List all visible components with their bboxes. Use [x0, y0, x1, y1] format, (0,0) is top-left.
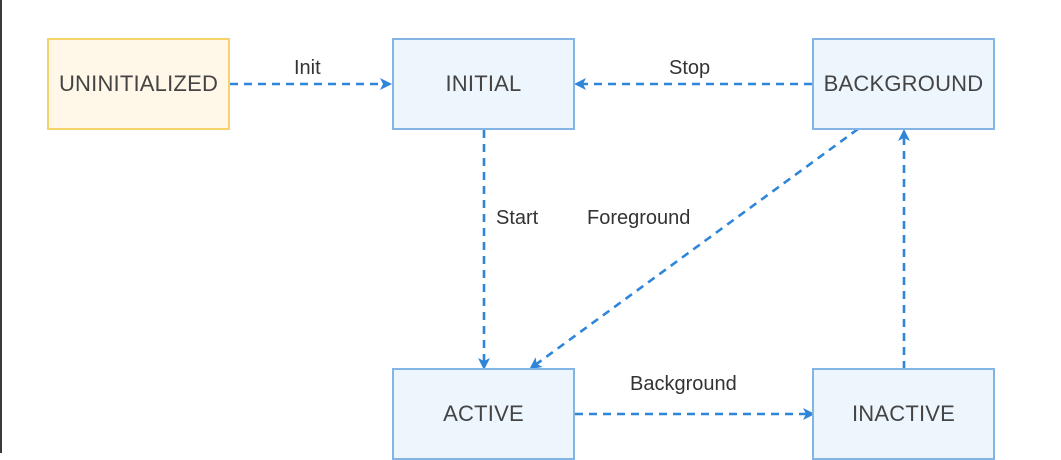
node-inactive: INACTIVE [812, 368, 995, 460]
node-background-label: BACKGROUND [823, 71, 984, 96]
node-background: BACKGROUND [812, 38, 995, 130]
left-border [0, 0, 2, 453]
node-uninitialized: UNINITIALIZED [47, 38, 230, 130]
edge-label-init: Init [294, 57, 321, 79]
edge-foreground [529, 127, 859, 370]
node-active: ACTIVE [392, 368, 575, 460]
node-inactive-label: INACTIVE [851, 401, 956, 426]
node-initial-label: INITIAL [445, 71, 522, 96]
edge-label-stop: Stop [669, 57, 711, 79]
edge-label-background: Background [630, 373, 737, 395]
node-uninitialized-label: UNINITIALIZED [58, 71, 219, 96]
edge-label-foreground: Foreground [587, 207, 691, 229]
node-active-label: ACTIVE [443, 401, 524, 426]
node-initial: INITIAL [392, 38, 575, 130]
edge-label-start: Start [496, 207, 539, 229]
